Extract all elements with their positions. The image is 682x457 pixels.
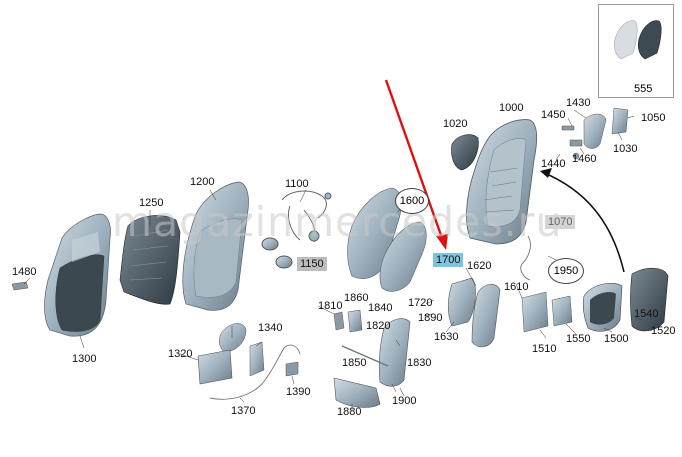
part-1370-cable[interactable] <box>209 344 301 400</box>
label-1370[interactable]: 1370 <box>231 405 256 417</box>
label-1340[interactable]: 1340 <box>258 322 283 334</box>
label-1000[interactable]: 1000 <box>499 102 524 114</box>
label-1480[interactable]: 1480 <box>12 266 37 278</box>
part-1000-seat-shell[interactable] <box>466 119 538 245</box>
part-1620-side-bolster[interactable] <box>471 283 501 348</box>
label-1300[interactable]: 1300 <box>72 353 97 365</box>
label-1850[interactable]: 1850 <box>342 357 367 369</box>
part-1070-wire[interactable] <box>520 235 531 281</box>
part-1020-head-insert[interactable] <box>451 134 479 171</box>
circled-label-1950[interactable]: 1950 <box>548 258 584 284</box>
watermark-text: magazinmercedes.ru <box>112 198 563 246</box>
part-1500-cover[interactable] <box>582 283 623 332</box>
label-1720[interactable]: 1720 <box>408 297 433 309</box>
label-1610[interactable]: 1610 <box>504 281 529 293</box>
part-1200-backrest[interactable] <box>182 181 249 311</box>
label-1540[interactable]: 1540 <box>634 308 659 320</box>
label-1880[interactable]: 1880 <box>337 406 362 418</box>
label-1030[interactable]: 1030 <box>613 143 638 155</box>
part-1340-side-cover[interactable] <box>219 323 265 377</box>
label-1860[interactable]: 1860 <box>344 292 369 304</box>
reference-thumbnail[interactable] <box>598 4 674 98</box>
label-1700[interactable]: 1700 <box>433 253 464 267</box>
circled-label-1600[interactable]: 1600 <box>395 188 429 214</box>
label-1450[interactable]: 1450 <box>541 109 566 121</box>
part-1550-bracket[interactable] <box>551 295 573 327</box>
label-1500[interactable]: 1500 <box>604 333 629 345</box>
seat-thumbnail-icon <box>613 20 662 60</box>
label-1510[interactable]: 1510 <box>532 343 557 355</box>
label-1100[interactable]: 1100 <box>285 178 309 190</box>
label-1070[interactable]: 1070 <box>545 215 576 229</box>
part-1510-bracket[interactable] <box>521 291 549 333</box>
label-1200[interactable]: 1200 <box>190 176 215 188</box>
label-1840[interactable]: 1840 <box>368 302 393 314</box>
label-1620[interactable]: 1620 <box>467 260 492 272</box>
label-1460[interactable]: 1460 <box>572 153 597 165</box>
label-1430[interactable]: 1430 <box>566 97 591 109</box>
leader-lines <box>23 109 643 410</box>
label-1020[interactable]: 1020 <box>443 118 468 130</box>
thumbnail-label: 555 <box>634 83 653 95</box>
part-1830-side-panel[interactable] <box>378 318 411 387</box>
part-1390-switch[interactable] <box>285 361 299 377</box>
part-1450-screw[interactable] <box>561 125 583 160</box>
part-1430-bracket[interactable] <box>583 107 629 149</box>
part-1250-back-panel[interactable] <box>119 215 181 305</box>
label-1820[interactable]: 1820 <box>366 320 391 332</box>
part-1720-pad[interactable] <box>447 277 476 327</box>
label-1390[interactable]: 1390 <box>286 386 311 398</box>
label-1630[interactable]: 1630 <box>434 331 459 343</box>
label-1050[interactable]: 1050 <box>641 112 666 124</box>
part-1880-trim[interactable] <box>333 377 381 408</box>
part-1480-clip[interactable] <box>11 281 29 291</box>
assembly-direction-arrow <box>540 168 625 273</box>
part-1520-cover[interactable] <box>630 267 669 332</box>
part-1810-clip[interactable] <box>333 309 363 333</box>
label-1890[interactable]: 1890 <box>418 312 443 324</box>
part-1100-wiring-harness[interactable] <box>281 190 332 243</box>
label-1550[interactable]: 1550 <box>566 333 591 345</box>
part-1600-side-shell[interactable] <box>347 187 427 292</box>
part-1300-seat-cushion[interactable] <box>44 213 111 337</box>
label-1900[interactable]: 1900 <box>392 395 417 407</box>
label-1320[interactable]: 1320 <box>168 348 193 360</box>
label-1830[interactable]: 1830 <box>407 357 432 369</box>
label-1150[interactable]: 1150 <box>297 257 327 271</box>
label-1520[interactable]: 1520 <box>651 325 676 337</box>
label-1250[interactable]: 1250 <box>139 197 164 209</box>
part-1150-motor[interactable] <box>261 237 293 269</box>
part-1320-control-box[interactable] <box>197 349 233 385</box>
part-1850-rod[interactable] <box>341 345 389 367</box>
highlight-pointer-arrow <box>384 79 448 250</box>
label-1810[interactable]: 1810 <box>318 300 343 312</box>
label-1440[interactable]: 1440 <box>541 158 566 170</box>
